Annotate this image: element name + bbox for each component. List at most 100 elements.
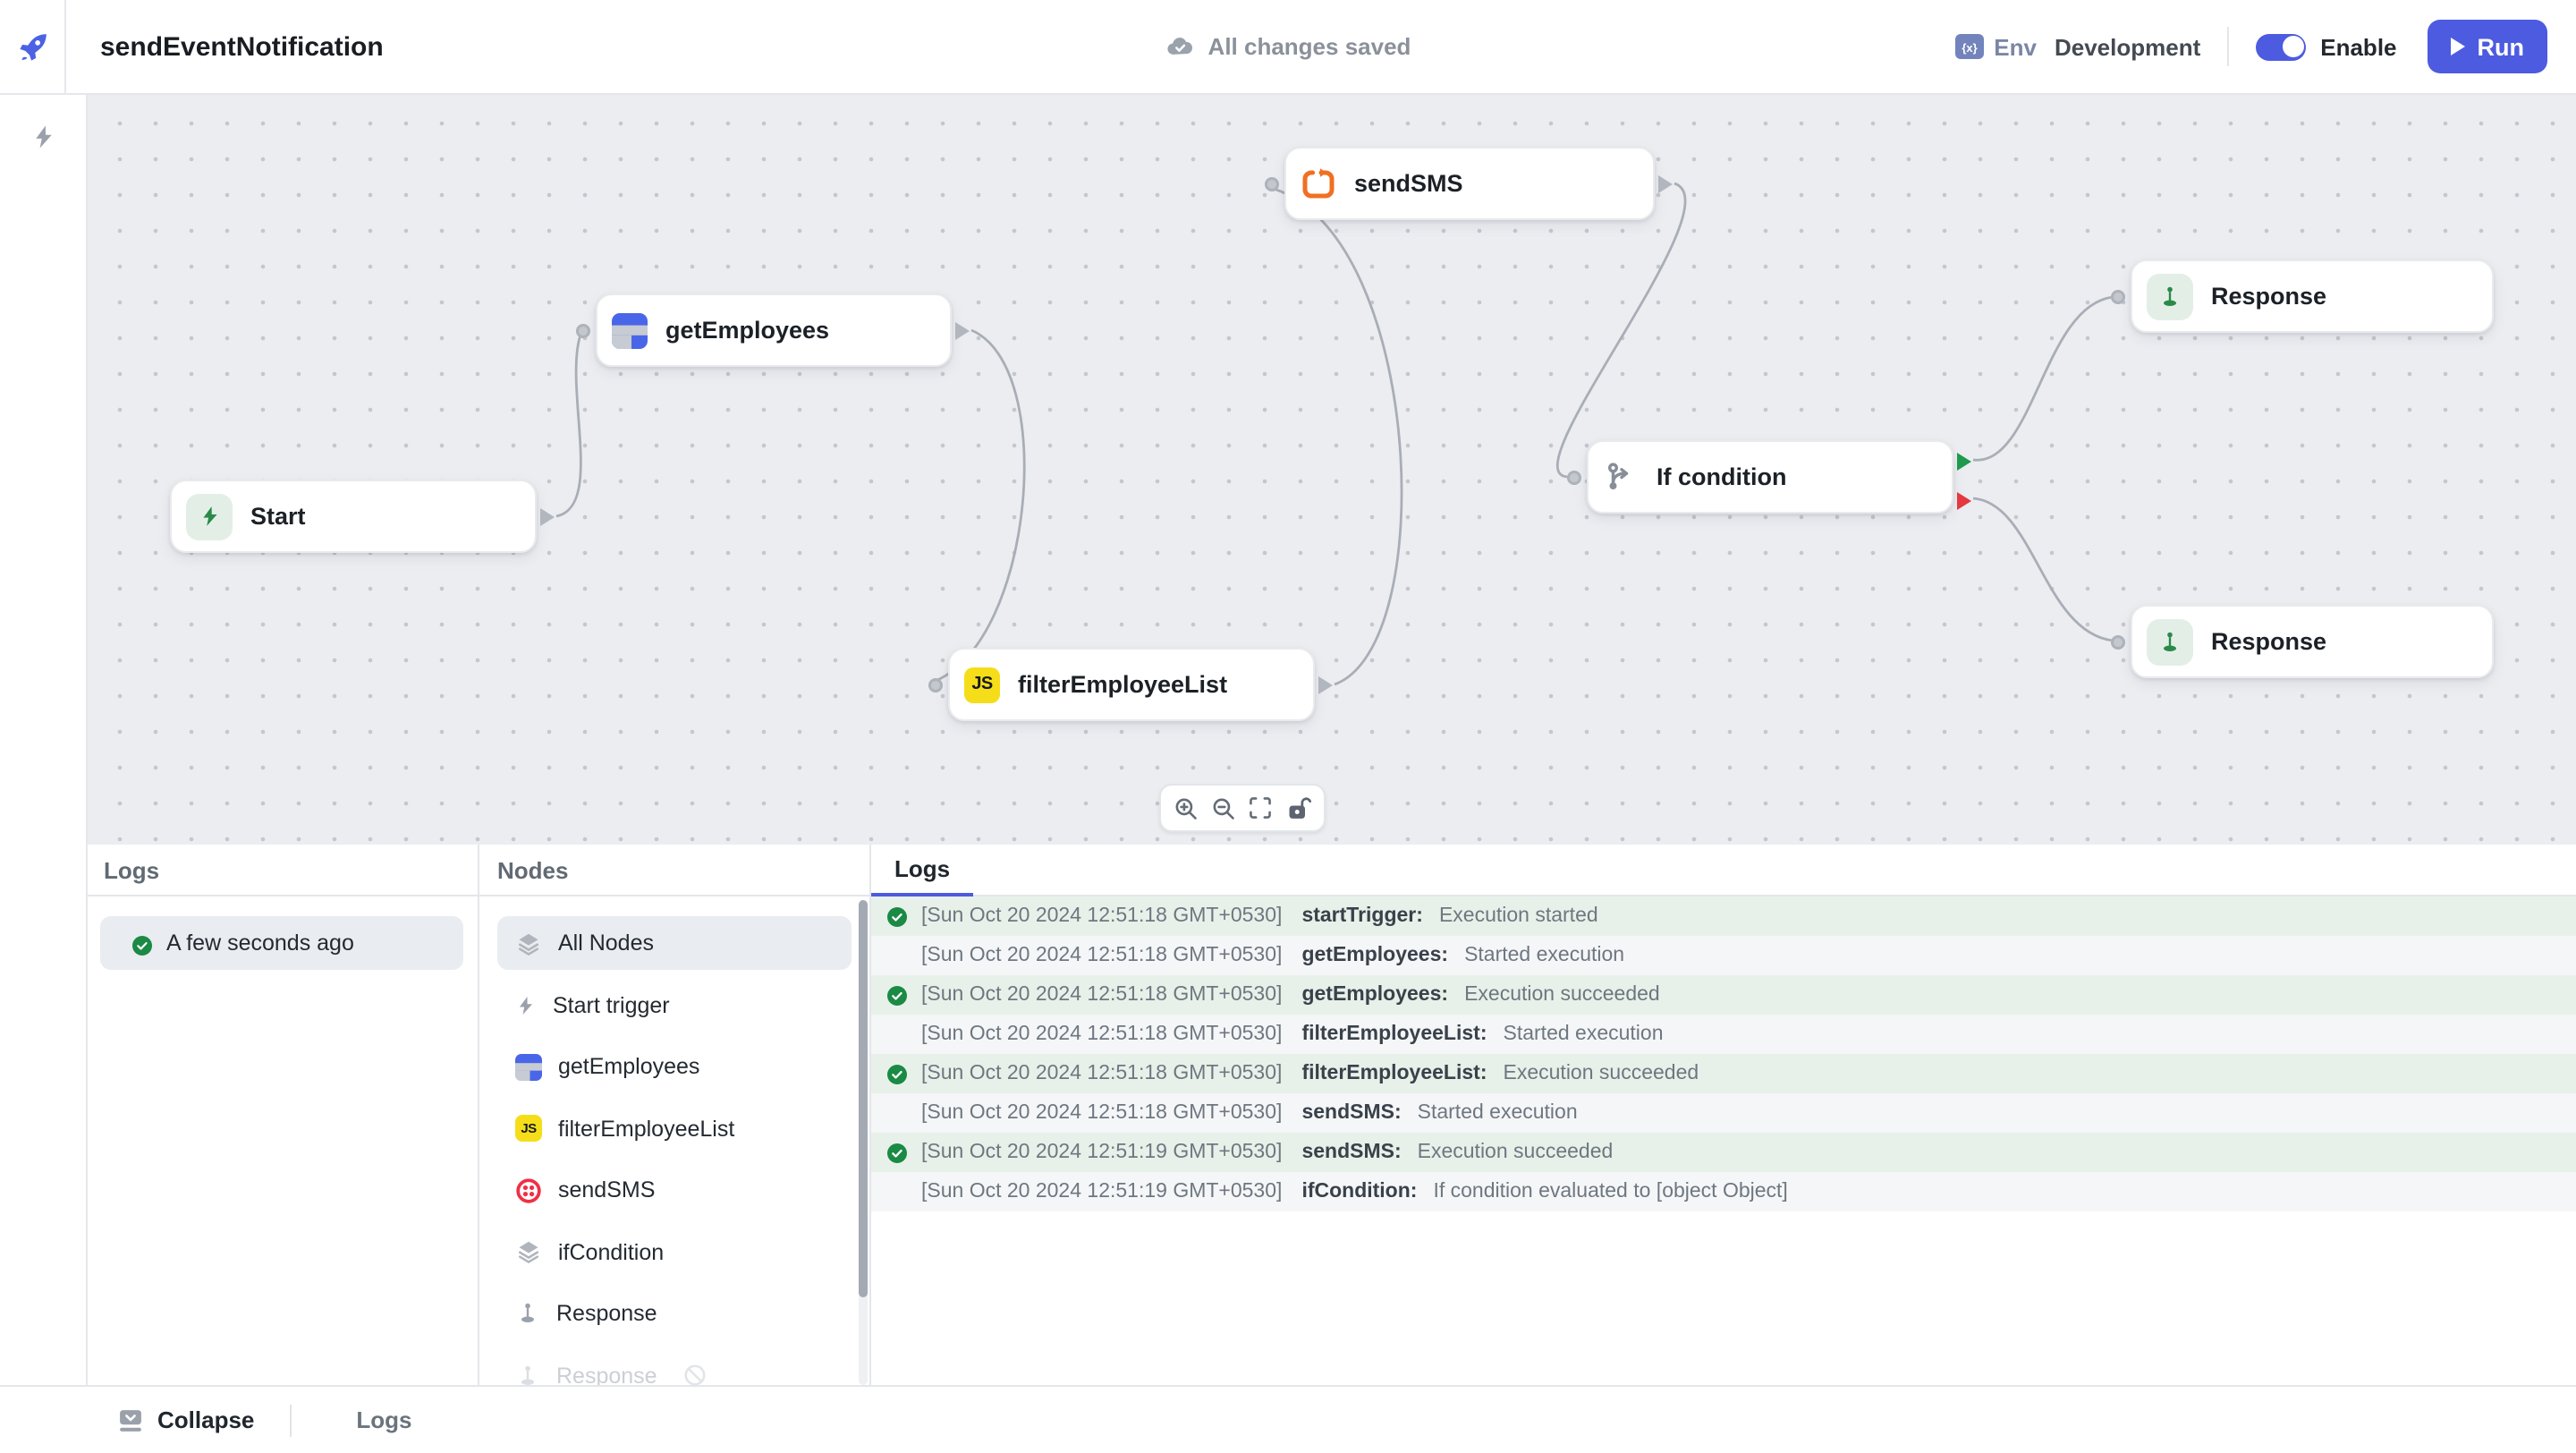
fit-view-icon[interactable] [1245,792,1277,824]
node-filter-item-startTrigger[interactable]: Start trigger [497,978,852,1032]
node-label: Start [250,503,306,530]
node-label: filterEmployeeList [1018,671,1228,698]
node-sendSMS[interactable]: sendSMS [1265,147,1673,220]
output-handle[interactable] [1658,174,1673,192]
log-row: [Sun Oct 20 2024 12:51:19 GMT+0530] ifCo… [871,1172,2576,1211]
log-message: Started execution [1417,1102,1578,1124]
log-row: [Sun Oct 20 2024 12:51:18 GMT+0530] getE… [871,975,2576,1015]
log-message: If condition evaluated to [object Object… [1433,1181,1788,1202]
enable-label: Enable [2320,33,2397,60]
run-button[interactable]: Run [2427,20,2547,73]
env-selector[interactable]: {x} Env Development [1954,33,2200,60]
output-handle[interactable] [540,507,555,525]
left-rail [0,93,88,1385]
output-handle-true[interactable] [1957,453,1971,471]
check-circle-icon [887,1064,907,1083]
node-filterEmployeeList[interactable]: JS filterEmployeeList [928,648,1333,721]
rocket-logo-icon [15,30,49,64]
disabled-slash-icon [684,1364,708,1385]
log-source: sendSMS: [1301,1142,1402,1163]
nodes-column: Nodes All Nodes Start trigger [479,845,871,1385]
edges-layer [555,182,2114,686]
bottom-panel: Logs A few seconds ago Nodes All Nodes [86,845,2576,1385]
node-filter-item-response[interactable]: Response [497,1287,852,1340]
twilio-icon [515,1177,542,1203]
app-logo[interactable] [0,0,66,93]
svg-text:{x}: {x} [1962,41,1977,55]
node-response-2[interactable]: Response [2111,605,2494,678]
log-message: Started execution [1464,945,1625,966]
node-ifCondition[interactable]: If condition [1567,440,1971,514]
log-timestamp: [Sun Oct 20 2024 12:51:18 GMT+0530] [921,1102,1283,1124]
node-item-label: Response [556,1301,657,1326]
lock-icon[interactable] [1282,792,1314,824]
log-message: Execution succeeded [1503,1063,1699,1084]
node-item-label: Response [556,1363,657,1385]
workflow-title[interactable]: sendEventNotification [100,31,384,62]
input-handle[interactable] [1567,470,1581,484]
node-filter-item-all[interactable]: All Nodes [497,916,852,970]
enable-toggle[interactable] [2256,33,2307,60]
zoom-out-icon[interactable] [1208,792,1240,824]
statusbar-divider [290,1404,292,1436]
output-handle-false[interactable] [1957,491,1971,509]
node-start[interactable]: Start [170,480,555,553]
zoom-in-icon[interactable] [1171,792,1203,824]
log-timestamp: [Sun Oct 20 2024 12:51:18 GMT+0530] [921,905,1283,927]
check-circle-icon [132,933,152,955]
node-filter-item-getEmployees[interactable]: getEmployees [497,1040,852,1093]
input-handle[interactable] [576,323,590,337]
node-item-label: getEmployees [558,1054,700,1079]
save-status: All changes saved [1165,31,1411,62]
lightning-rail-icon[interactable] [30,93,56,149]
check-circle-icon [887,906,907,926]
js-icon: JS [515,1115,542,1142]
edge-ifTrue-response1 [1972,295,2114,462]
workflow-canvas[interactable]: Start getEmployees [86,93,2576,845]
nodes-scrollbar[interactable] [859,900,868,1385]
node-label: sendSMS [1354,170,1463,197]
node-item-label: sendSMS [558,1177,656,1202]
log-message: Execution succeeded [1464,984,1660,1006]
node-item-label: All Nodes [558,930,654,956]
logs-column: Logs [Sun Oct 20 2024 12:51:18 GMT+0530]… [871,845,2576,1385]
cloud-check-icon [1165,31,1196,62]
input-handle[interactable] [2111,289,2125,303]
input-handle[interactable] [1265,176,1279,191]
check-circle-icon [887,985,907,1005]
log-source: filterEmployeeList: [1301,1063,1487,1084]
output-handle[interactable] [1318,676,1333,693]
node-filter-item-sendSMS[interactable]: sendSMS [497,1163,852,1217]
node-filter-item-response-disabled[interactable]: Response [497,1348,852,1385]
tab-logs[interactable]: Logs [871,855,974,896]
log-timestamp: [Sun Oct 20 2024 12:51:18 GMT+0530] [921,984,1283,1006]
log-timestamp: [Sun Oct 20 2024 12:51:19 GMT+0530] [921,1142,1283,1163]
output-handle[interactable] [955,321,970,339]
node-item-label: filterEmployeeList [558,1116,735,1141]
edge-sendSMS-ifCondition [1555,182,1687,479]
node-filter-item-filterEmployeeList[interactable]: JS filterEmployeeList [497,1101,852,1155]
layers-icon [515,930,542,956]
log-timestamp: [Sun Oct 20 2024 12:51:18 GMT+0530] [921,945,1283,966]
node-filter-item-ifCondition[interactable]: ifCondition [497,1225,852,1279]
runs-column: Logs A few seconds ago [86,845,479,1385]
input-handle[interactable] [928,677,943,692]
branch-icon [1603,459,1639,495]
node-getEmployees[interactable]: getEmployees [576,293,970,367]
statusbar-logs-tab[interactable]: Logs [356,1406,412,1433]
input-handle[interactable] [2111,634,2125,649]
log-message: Execution succeeded [1417,1142,1614,1163]
log-source: getEmployees: [1301,945,1449,966]
response-icon [515,1363,540,1385]
log-row: [Sun Oct 20 2024 12:51:18 GMT+0530] send… [871,1093,2576,1133]
scrollbar-thumb[interactable] [859,900,868,1298]
runs-header: Logs [86,845,478,896]
log-row: [Sun Oct 20 2024 12:51:19 GMT+0530] send… [871,1133,2576,1172]
edge-getEmployees-filter [935,328,1026,683]
run-history-item[interactable]: A few seconds ago [100,916,463,970]
node-response-1[interactable]: Response [2111,259,2494,333]
collapse-button[interactable]: Collapse [118,1406,254,1433]
log-source: filterEmployeeList: [1301,1024,1487,1045]
log-rows: [Sun Oct 20 2024 12:51:18 GMT+0530] star… [871,896,2576,1211]
